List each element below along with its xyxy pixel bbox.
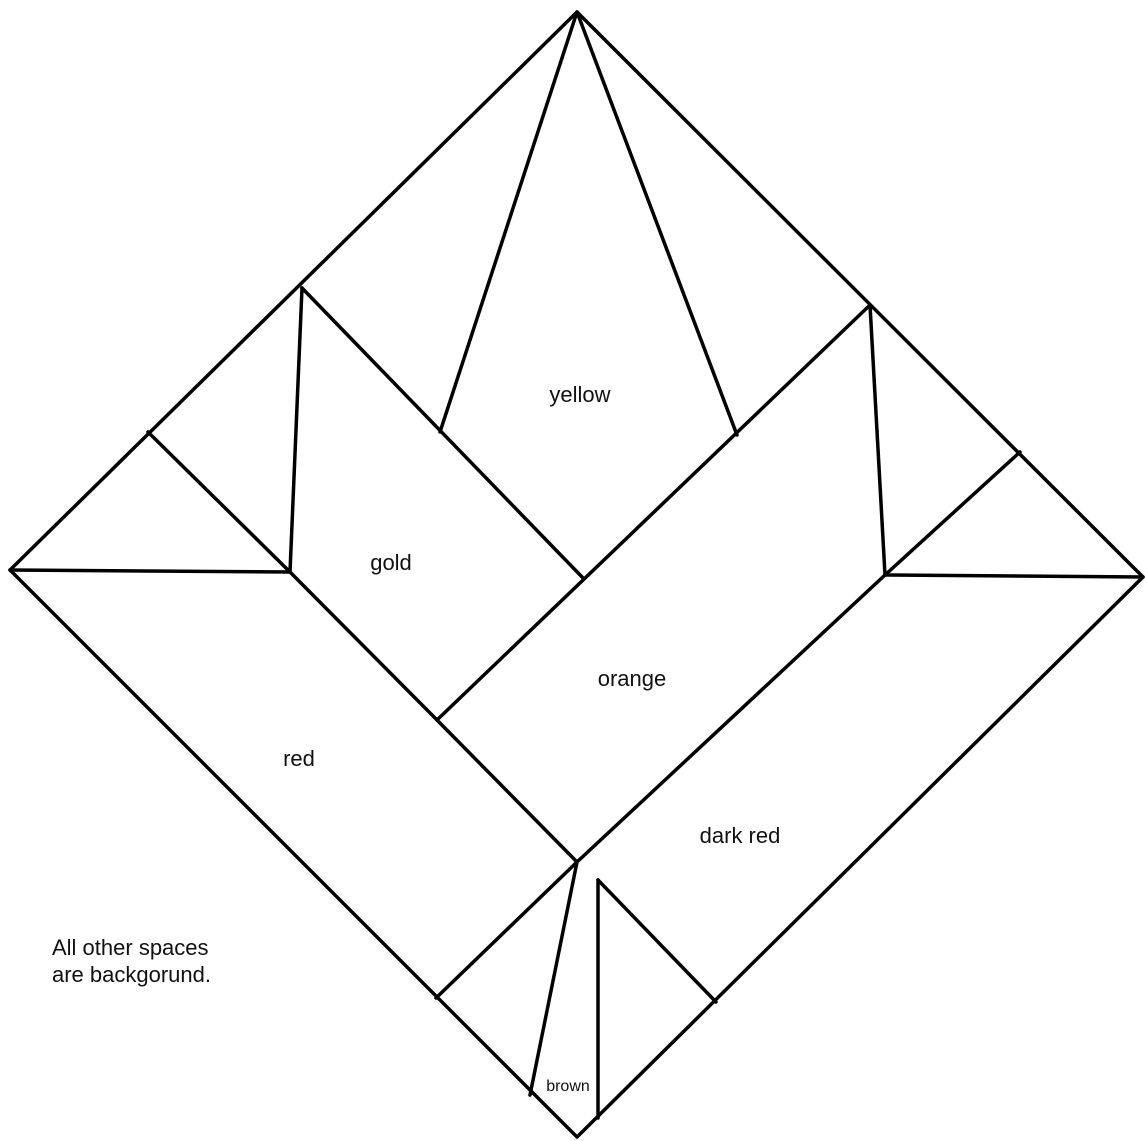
red-inner-edge xyxy=(437,720,577,862)
gold-bottom-edge xyxy=(290,572,437,720)
label-gold: gold xyxy=(370,550,412,575)
orange-darkred-divider xyxy=(577,575,885,862)
label-red: red xyxy=(283,746,315,771)
label-dark-red: dark red xyxy=(700,823,781,848)
right-corner-horizontal xyxy=(885,575,1143,577)
note-line-1: All other spaces xyxy=(52,935,209,960)
yellow-left-edge xyxy=(440,12,577,432)
brown-left-edge xyxy=(530,862,577,1095)
label-orange: orange xyxy=(598,666,667,691)
right-corner-diagonal xyxy=(885,452,1020,575)
gold-left-edge xyxy=(290,288,302,572)
note-line-2: are backgorund. xyxy=(52,962,211,987)
label-yellow: yellow xyxy=(549,382,610,407)
left-corner-diagonal xyxy=(148,432,290,572)
left-corner-horizontal xyxy=(10,570,290,572)
red-bottom-edge xyxy=(436,862,577,998)
right-vertical-edge xyxy=(870,305,885,575)
darkred-bottom-edge xyxy=(598,880,716,1002)
yellow-right-edge xyxy=(577,12,737,435)
label-brown: brown xyxy=(546,1078,590,1095)
gold-top-edge xyxy=(302,288,583,578)
orange-top-edge xyxy=(437,305,870,720)
